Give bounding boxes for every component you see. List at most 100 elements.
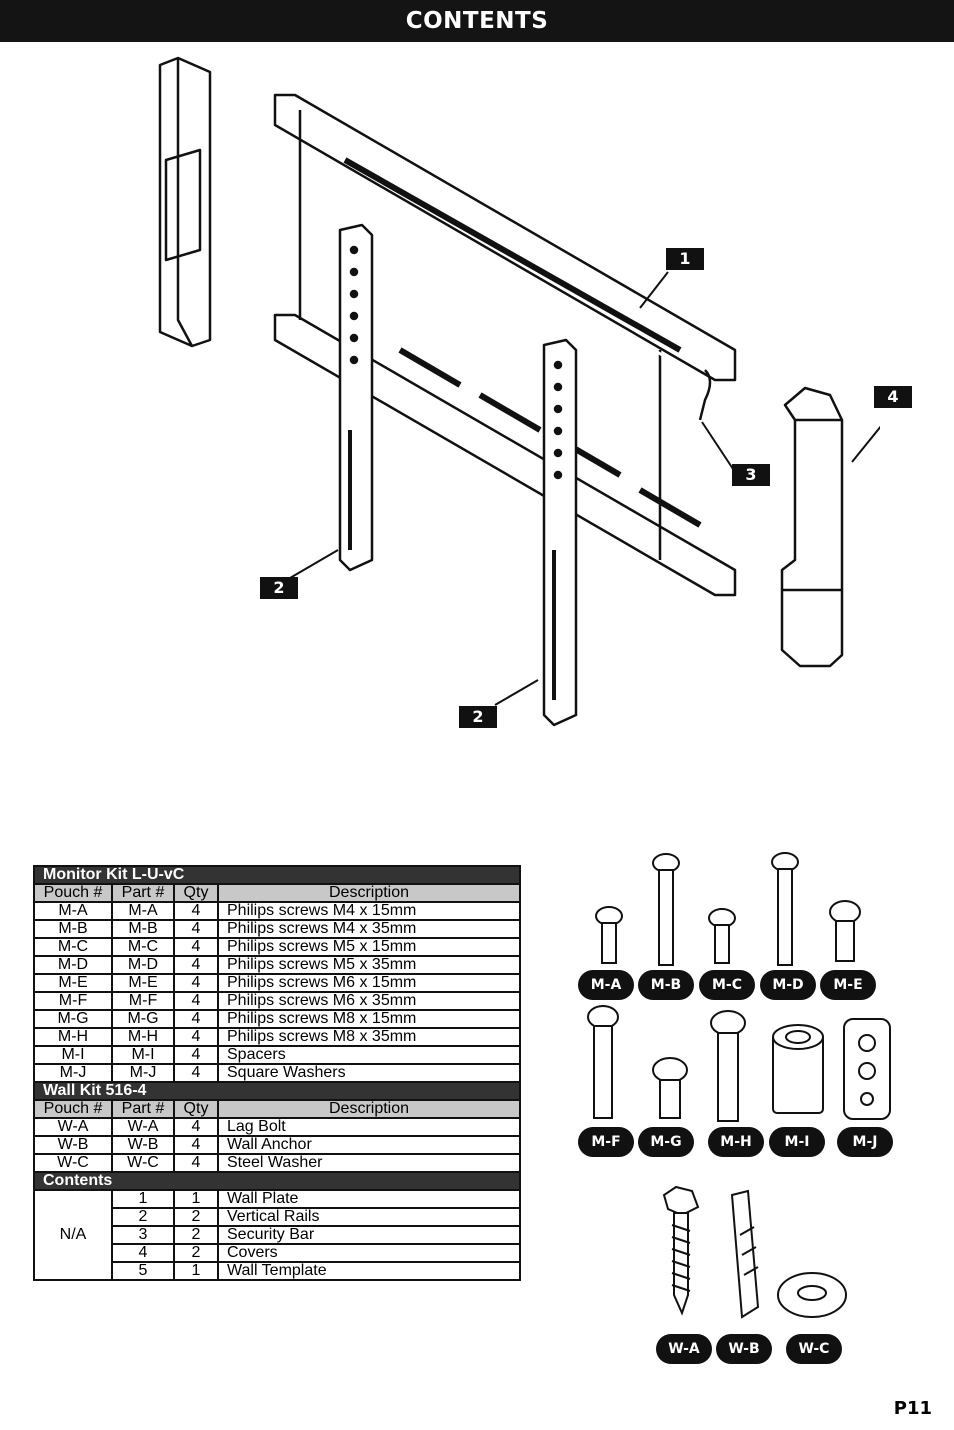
washer-w-c-drawing <box>777 1272 847 1318</box>
cell: 4 <box>173 1117 219 1137</box>
cell: Philips screws M5 x 35mm <box>217 955 521 975</box>
page-number: P11 <box>893 1398 932 1419</box>
cell: Vertical Rails <box>217 1207 521 1227</box>
cell: Philips screws M8 x 35mm <box>217 1027 521 1047</box>
cell: Philips screws M6 x 15mm <box>217 973 521 993</box>
section-title: Wall Kit 516-4 <box>33 1081 521 1101</box>
hardware-illustrations <box>587 852 891 1319</box>
cell: M-J <box>111 1063 175 1083</box>
cell: 1 <box>173 1261 219 1281</box>
cell: 4 <box>173 955 219 975</box>
hardware-label: M-E <box>820 970 876 1000</box>
screw-m-d-drawing <box>771 852 799 966</box>
cell: M-B <box>111 919 175 939</box>
cell: M-B <box>33 919 113 939</box>
cell: Wall Plate <box>217 1189 521 1209</box>
hardware-label: M-H <box>708 1127 764 1157</box>
vertical-rail-right-drawing <box>542 338 578 727</box>
cell: 4 <box>173 937 219 957</box>
hardware-label: M-C <box>699 970 755 1000</box>
screw-m-h-drawing <box>710 1010 746 1122</box>
cell: M-I <box>111 1045 175 1065</box>
cell: Philips screws M5 x 15mm <box>217 937 521 957</box>
cell: Philips screws M8 x 15mm <box>217 1009 521 1029</box>
section-title-row: Monitor Kit L-U-vC <box>33 865 521 885</box>
callout-wall-plate: 1 <box>666 248 704 270</box>
parts-table: Monitor Kit L-U-vC Pouch # Part # Qty De… <box>33 865 521 1281</box>
cell: W-B <box>33 1135 113 1155</box>
cell: Covers <box>217 1243 521 1263</box>
hardware-label: M-B <box>638 970 694 1000</box>
cell: M-D <box>33 955 113 975</box>
section-title-row: Wall Kit 516-4 <box>33 1081 521 1101</box>
cell: M-J <box>33 1063 113 1083</box>
hardware-label: M-J <box>837 1127 893 1157</box>
section-title: Monitor Kit L-U-vC <box>33 865 521 885</box>
cell: 4 <box>173 901 219 921</box>
cell: Security Bar <box>217 1225 521 1245</box>
cell: 4 <box>173 973 219 993</box>
vertical-rail-left-drawing <box>338 223 374 572</box>
cell: M-I <box>33 1045 113 1065</box>
right-cover-drawing <box>780 386 844 668</box>
lag-bolt-w-a-drawing <box>662 1185 700 1316</box>
cell: Steel Washer <box>217 1153 521 1173</box>
cell: W-C <box>33 1153 113 1173</box>
cell: M-F <box>33 991 113 1011</box>
cell: M-F <box>111 991 175 1011</box>
callout-rail-right: 2 <box>459 706 497 728</box>
spacer-m-i-drawing <box>772 1024 824 1114</box>
cell: Philips screws M4 x 15mm <box>217 901 521 921</box>
column-header: Pouch # <box>33 883 113 903</box>
cell: M-D <box>111 955 175 975</box>
screw-m-f-drawing <box>587 1005 619 1119</box>
column-header-row: Pouch # Part # Qty Description <box>33 883 521 903</box>
column-header: Description <box>217 1099 521 1119</box>
screw-m-a-drawing <box>595 906 623 964</box>
page-title: CONTENTS <box>0 0 954 42</box>
cell: W-C <box>111 1153 175 1173</box>
column-header: Qty <box>173 1099 219 1119</box>
column-header: Qty <box>173 883 219 903</box>
cell: W-B <box>111 1135 175 1155</box>
cell: Wall Template <box>217 1261 521 1281</box>
cell: 2 <box>173 1225 219 1245</box>
cell: 4 <box>173 1135 219 1155</box>
callout-security-bar: 3 <box>732 464 770 486</box>
hardware-label: W-C <box>786 1334 842 1364</box>
cell: M-G <box>33 1009 113 1029</box>
cell: 2 <box>173 1207 219 1227</box>
cell: 1 <box>111 1189 175 1209</box>
hardware-label: M-F <box>578 1127 634 1157</box>
cell: M-C <box>111 937 175 957</box>
callout-rail-left: 2 <box>260 577 298 599</box>
hardware-label: M-A <box>578 970 634 1000</box>
screw-m-g-drawing <box>652 1057 688 1119</box>
screw-m-c-drawing <box>708 908 736 964</box>
wall-plate-drawing <box>273 93 737 382</box>
cell: M-H <box>111 1027 175 1047</box>
cell: M-H <box>33 1027 113 1047</box>
left-cover-drawing <box>158 56 212 348</box>
cell: M-G <box>111 1009 175 1029</box>
cell: 3 <box>111 1225 175 1245</box>
cell: 5 <box>111 1261 175 1281</box>
cell: 1 <box>173 1189 219 1209</box>
cell: W-A <box>33 1117 113 1137</box>
cell: 4 <box>173 919 219 939</box>
cell: M-E <box>33 973 113 993</box>
hardware-label: M-D <box>760 970 816 1000</box>
cell: M-A <box>111 901 175 921</box>
